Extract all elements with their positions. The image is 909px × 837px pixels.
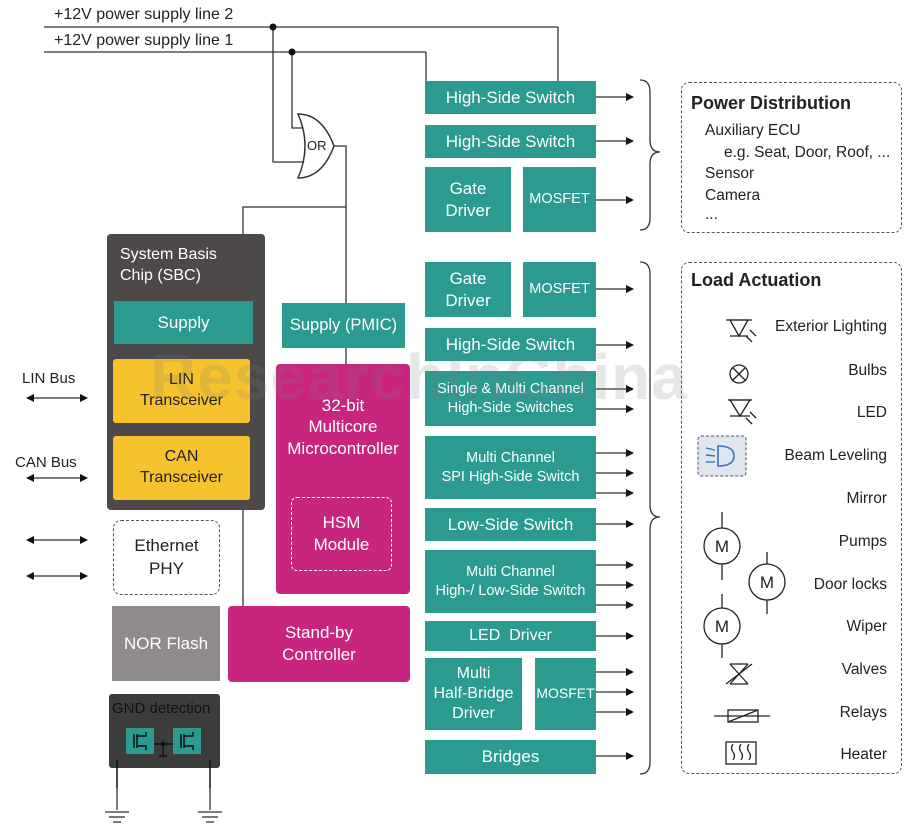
mosfet-2: MOSFET (523, 262, 596, 317)
pump-motor-label: M (715, 537, 729, 556)
load-door-locks: Door locks (813, 576, 887, 593)
or-gate-shape (296, 113, 335, 179)
single-multi-channel-hs: Single & Multi Channel High-Side Switche… (425, 371, 596, 426)
relay-icon (714, 709, 770, 723)
load-mirror: Mirror (846, 490, 887, 507)
low-side-switch: Low-Side Switch (425, 508, 596, 541)
pd-item-more: ... (705, 206, 718, 223)
load-actuation-box (681, 262, 902, 774)
door-lock-motor-label: M (760, 573, 774, 592)
bulb-icon (729, 364, 749, 384)
led-icon (728, 399, 757, 425)
high-side-switch-2: High-Side Switch (425, 125, 596, 158)
load-relays: Relays (839, 704, 887, 721)
can-transceiver: CAN Transceiver (113, 436, 250, 500)
standby-controller: Stand-by Controller (228, 606, 410, 682)
sbc-title: System Basis Chip (SBC) (120, 246, 217, 284)
can-bus-label: CAN Bus (15, 454, 77, 471)
load-valves: Valves (841, 661, 887, 678)
ethernet-phy: Ethernet PHY (113, 520, 220, 595)
brace-power (639, 79, 661, 231)
half-bridge-driver: Multi Half-Bridge Driver (425, 658, 522, 730)
load-wiper: Wiper (846, 618, 887, 635)
sbc-supply: Supply (114, 301, 253, 344)
exterior-lighting-icon (726, 319, 757, 343)
high-low-side-switch: Multi Channel High-/ Low-Side Switch (425, 550, 596, 613)
led-driver: LED Driver (425, 621, 596, 651)
power-line-1-label: +12V power supply line 1 (54, 32, 234, 49)
high-side-switch-1: High-Side Switch (425, 81, 596, 114)
lin-transceiver: LIN Transceiver (113, 359, 250, 423)
mcu-title: 32-bit Multicore Microcontroller (287, 396, 399, 458)
pd-item-sensor: Sensor (705, 165, 755, 182)
pump-motor-icon (703, 512, 741, 580)
pd-item-aux-ecu: Auxiliary ECU (705, 122, 801, 139)
beam-leveling-icon (697, 435, 747, 477)
gate-driver-1: Gate Driver (425, 167, 511, 232)
load-heater: Heater (840, 746, 887, 763)
supply-pmic: Supply (PMIC) (282, 303, 405, 348)
load-pumps: Pumps (838, 533, 887, 550)
power-distribution-title: Power Distribution (691, 93, 852, 113)
wiper-motor-icon (703, 594, 741, 658)
spi-high-side-switch: Multi Channel SPI High-Side Switch (425, 436, 596, 499)
load-icons: M M M (697, 319, 786, 765)
microcontroller (276, 364, 410, 594)
watermark: ResearchInChina (150, 341, 688, 413)
or-gate-label: OR (307, 138, 327, 153)
door-lock-motor-icon (748, 552, 786, 614)
gnd-detection-label: GND detection (112, 700, 211, 717)
gate-driver-2: Gate Driver (425, 262, 511, 317)
valve-icon (725, 663, 753, 685)
brace-load (639, 261, 661, 775)
load-led: LED (856, 404, 887, 421)
bridges: Bridges (425, 740, 596, 774)
power-line-2-label: +12V power supply line 2 (54, 6, 234, 23)
pd-item-eg: e.g. Seat, Door, Roof, ... (724, 144, 891, 161)
lin-bus-label: LIN Bus (22, 370, 76, 387)
load-exterior-lighting: Exterior Lighting (774, 318, 887, 335)
load-actuation-title: Load Actuation (691, 270, 822, 290)
heater-icon (725, 741, 757, 765)
hsm-module: HSM Module (291, 497, 392, 571)
gnd-transistors (116, 728, 211, 788)
power-distribution-box (681, 82, 902, 233)
high-side-switch-3: High-Side Switch (425, 328, 596, 361)
pd-item-camera: Camera (705, 187, 761, 204)
mosfet-1: MOSFET (523, 167, 596, 232)
wiper-motor-label: M (715, 617, 729, 636)
load-beam-leveling: Beam Leveling (784, 447, 887, 464)
nor-flash: NOR Flash (112, 606, 220, 681)
mosfet-3: MOSFET (535, 658, 596, 730)
load-bulbs: Bulbs (848, 362, 887, 379)
